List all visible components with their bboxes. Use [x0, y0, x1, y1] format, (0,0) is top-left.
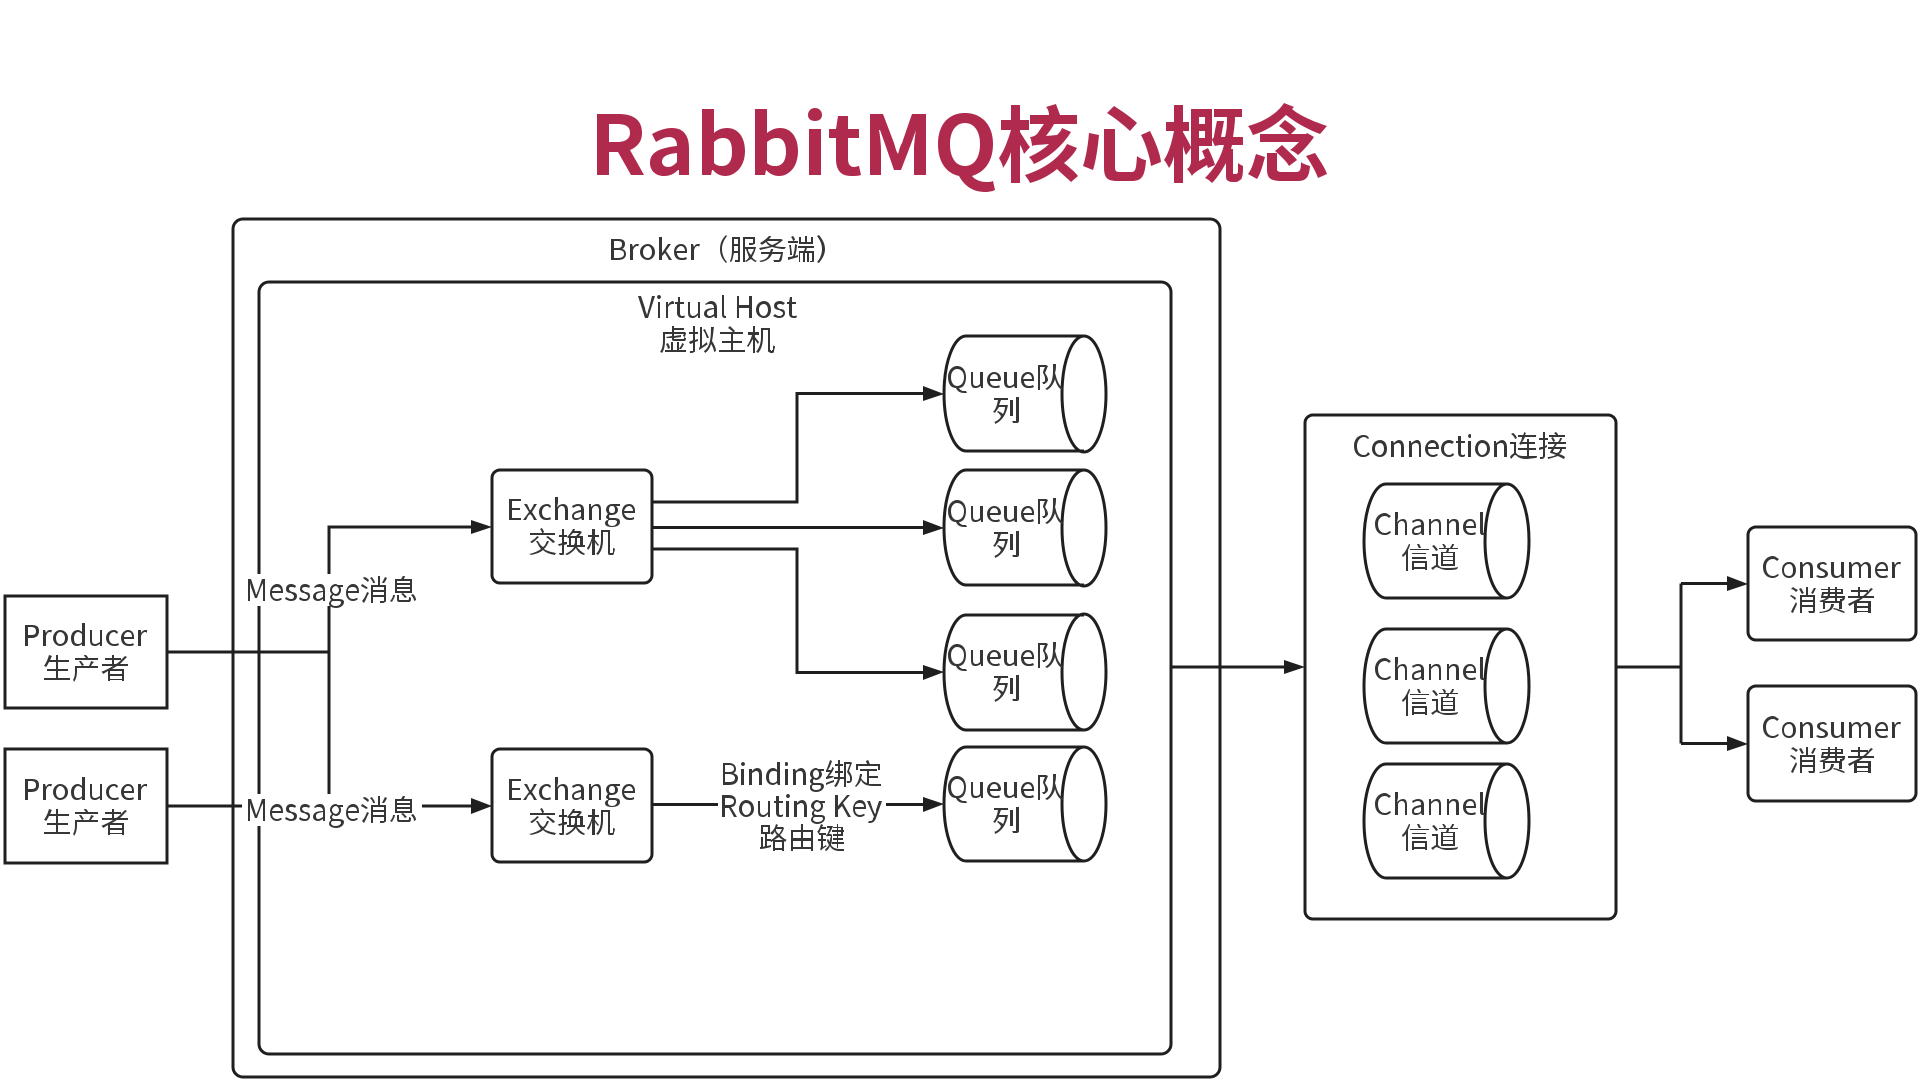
producer2-box — [3, 747, 169, 865]
title-glyphs — [597, 103, 1327, 192]
virtual-host-label-line1-glyphs — [638, 295, 797, 318]
binding-label-line2-glyphs — [722, 794, 882, 824]
channel3-cylinder — [1362, 762, 1531, 880]
arrow-into-exchange2-icon — [471, 798, 492, 814]
diagram-text-glyphs — [25, 103, 1901, 851]
queue3-cylinder — [942, 612, 1108, 732]
arrow-into-queue3-icon — [923, 665, 944, 680]
connection-label-glyphs — [1354, 432, 1566, 459]
arrow-into-consumer1-icon — [1727, 576, 1748, 591]
binding-label-line3-glyphs — [760, 824, 844, 851]
edge-connection-fork — [1616, 582, 1730, 745]
producer1-box — [3, 594, 169, 710]
arrow-into-queue4-icon — [923, 797, 944, 812]
arrow-into-queue1-icon — [923, 386, 944, 401]
broker-label-glyphs — [611, 235, 825, 263]
exchange2-box — [490, 747, 654, 864]
arrow-into-connection-icon — [1284, 660, 1305, 674]
arrow-into-consumer2-icon — [1727, 736, 1748, 751]
edge-exchange1-queue1 — [652, 392, 926, 504]
queue1-cylinder — [942, 334, 1108, 454]
arrow-into-exchange1-icon — [471, 520, 492, 534]
edge-bus-vertical — [327, 525, 473, 806]
edge-exchange1-queue3 — [652, 547, 926, 674]
consumer2-box — [1746, 684, 1918, 803]
queue2-cylinder — [942, 468, 1108, 588]
exchange1-box — [490, 468, 654, 585]
consumer1-box — [1746, 525, 1918, 642]
channel2-cylinder — [1362, 627, 1531, 745]
virtual-host-label-line2-glyphs — [660, 326, 775, 353]
channel1-cylinder — [1362, 482, 1531, 600]
queue4-cylinder — [942, 745, 1108, 863]
arrow-into-queue2-icon — [923, 520, 944, 535]
